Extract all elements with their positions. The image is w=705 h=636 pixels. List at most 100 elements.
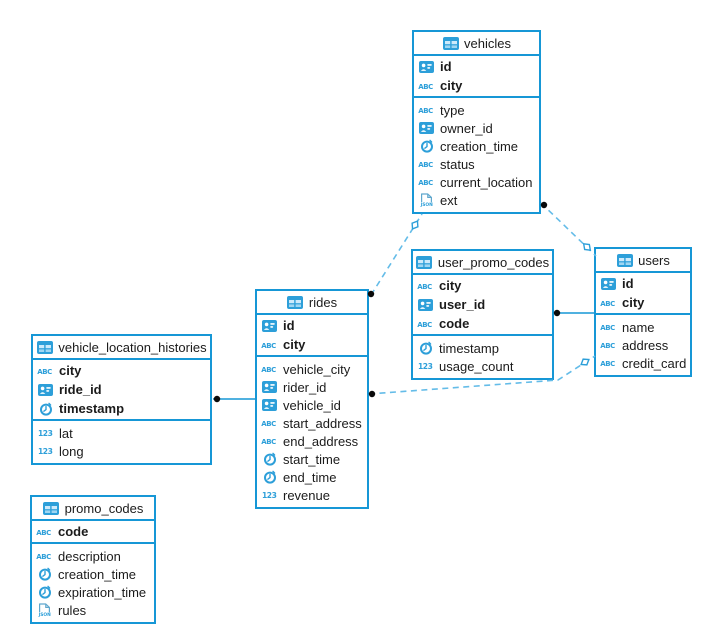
col-row-start_time[interactable]: start_time [257, 450, 367, 468]
column-label: end_time [283, 469, 337, 485]
text-icon: ABC [36, 527, 53, 537]
time-icon [261, 452, 278, 466]
relation-dot-marker [368, 390, 376, 398]
svg-text:ABC: ABC [418, 179, 433, 187]
text-icon: ABC [600, 340, 617, 350]
key-row-id[interactable]: id [414, 57, 539, 76]
table-header[interactable]: promo_codes [32, 497, 154, 521]
column-label: lat [59, 425, 73, 441]
column-label: credit_card [622, 355, 687, 371]
col-row-rider_id[interactable]: rider_id [257, 378, 367, 396]
table-header[interactable]: rides [257, 291, 367, 315]
col-row-expiration_time[interactable]: expiration_time [32, 583, 154, 601]
relation-dot-marker [553, 309, 561, 317]
id-icon [37, 383, 54, 396]
col-row-end_time[interactable]: end_time [257, 468, 367, 486]
svg-text:ABC: ABC [600, 300, 615, 308]
column-label: usage_count [439, 358, 514, 374]
table-header[interactable]: vehicle_location_histories [33, 336, 210, 360]
key-row-city[interactable]: ABC city [596, 293, 690, 312]
table-icon [616, 253, 633, 267]
column-label: rider_id [283, 379, 327, 395]
column-label: revenue [283, 487, 330, 503]
column-label: vehicle_id [283, 397, 341, 413]
text-icon: ABC [37, 366, 54, 376]
text-icon: ABC [261, 418, 278, 428]
col-row-timestamp[interactable]: timestamp [413, 339, 552, 357]
key-row-id[interactable]: id [257, 316, 367, 335]
relation-vehicles-users[interactable] [540, 201, 597, 257]
relation-dot-marker [213, 395, 221, 403]
time-icon [417, 341, 434, 355]
column-label: city [440, 78, 463, 93]
time-icon [36, 567, 53, 581]
key-row-ride_id[interactable]: ride_id [33, 380, 210, 399]
relation-vehicle_location_histories-rides[interactable] [213, 395, 257, 403]
svg-text:ABC: ABC [36, 553, 51, 561]
number-icon: 123 [261, 490, 278, 500]
key-row-user_id[interactable]: user_id [413, 295, 552, 314]
json-icon: JSON [36, 603, 53, 617]
table-header[interactable]: user_promo_codes [413, 251, 552, 275]
table-icon [287, 295, 304, 309]
relation-user_promo_codes-users[interactable] [553, 309, 596, 317]
col-row-owner_id[interactable]: owner_id [414, 119, 539, 137]
key-row-id[interactable]: id [596, 274, 690, 293]
table-header[interactable]: vehicles [414, 32, 539, 56]
col-row-creation_time[interactable]: creation_time [414, 137, 539, 155]
column-label: city [622, 295, 645, 310]
time-icon [37, 402, 54, 416]
id-icon [418, 122, 435, 134]
svg-text:ABC: ABC [600, 324, 615, 332]
svg-text:ABC: ABC [261, 420, 276, 428]
table-icon [36, 340, 53, 354]
col-row-creation_time[interactable]: creation_time [32, 565, 154, 583]
key-row-timestamp[interactable]: timestamp [33, 399, 210, 418]
text-icon: ABC [261, 436, 278, 446]
table-header[interactable]: users [596, 249, 690, 273]
col-row-revenue[interactable]: 123 revenue [257, 486, 367, 504]
relation-dot-marker [540, 201, 548, 209]
col-row-vehicle_id[interactable]: vehicle_id [257, 396, 367, 414]
column-label: id [440, 59, 452, 74]
table-icon [43, 501, 60, 515]
column-label: start_time [283, 451, 341, 467]
svg-text:ABC: ABC [36, 529, 51, 537]
text-icon: ABC [600, 298, 617, 308]
table-name: promo_codes [64, 500, 144, 516]
